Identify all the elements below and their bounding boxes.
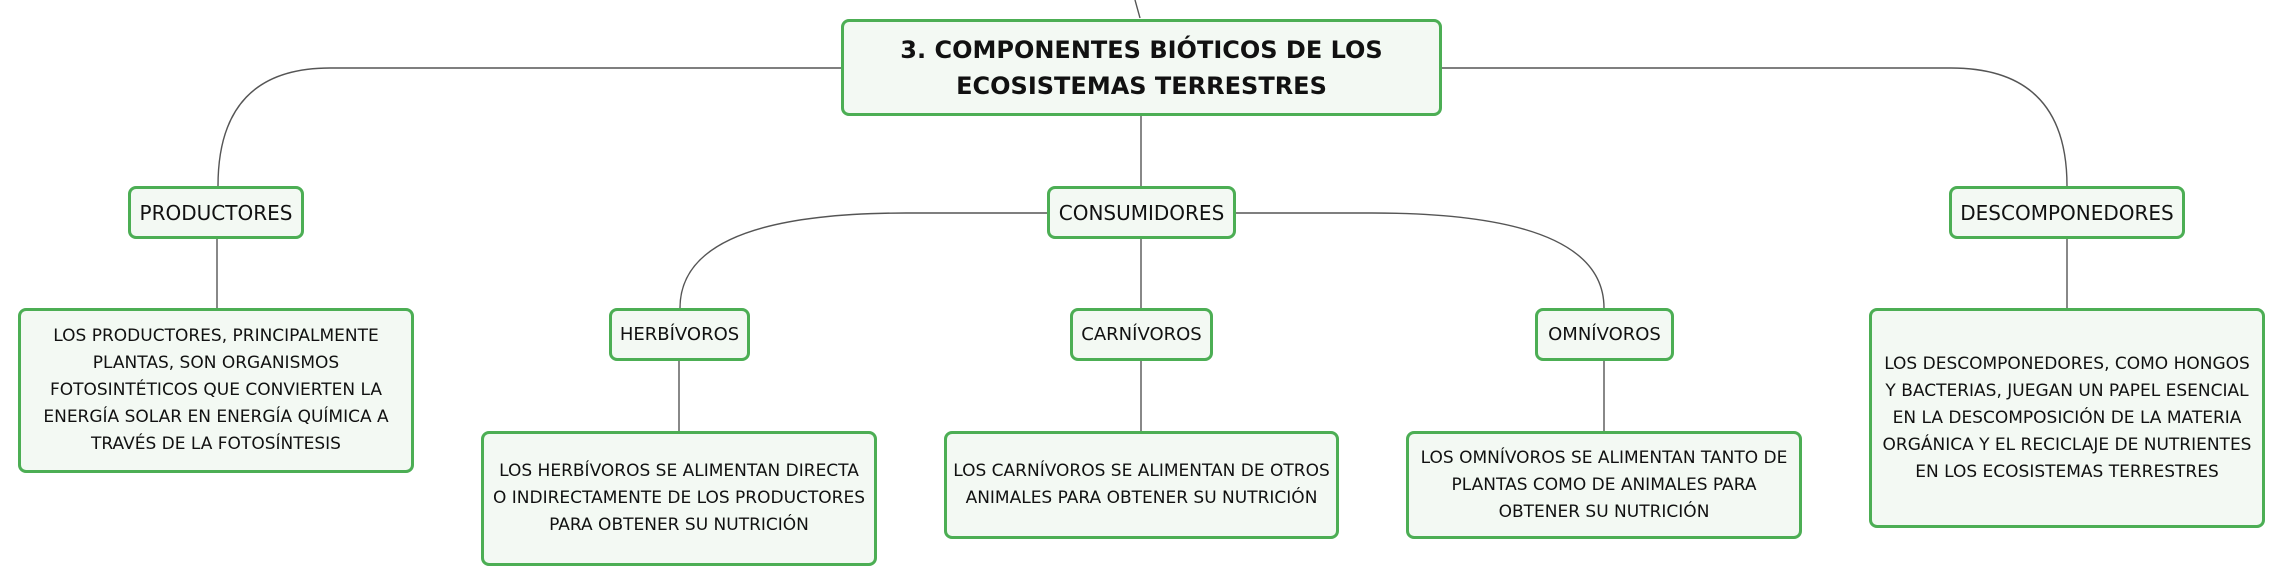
topic-productores[interactable]: PRODUCTORES [128, 186, 304, 239]
topic-consumidores-label: CONSUMIDORES [1058, 200, 1225, 225]
herbivoros-description[interactable]: LOS HERBÍVOROS SE ALIMENTAN DIRECTA O IN… [481, 431, 877, 566]
link-parent-root [1134, 0, 1141, 19]
subtopic-carnivoros[interactable]: CARNÍVOROS [1070, 308, 1213, 361]
root-topic-label: 3. COMPONENTES BIÓTICOS DE LOS ECOSISTEM… [900, 35, 1383, 100]
omnivoros-description[interactable]: LOS OMNÍVOROS SE ALIMENTAN TANTO DE PLAN… [1406, 431, 1802, 539]
subtopic-omnivoros[interactable]: OMNÍVOROS [1535, 308, 1674, 361]
link-consumidores-omnivoros [1234, 212, 1605, 309]
subtopic-carnivoros-label: CARNÍVOROS [1081, 324, 1202, 345]
subtopic-herbivoros-label: HERBÍVOROS [619, 324, 740, 345]
link-root-descomponedores [1441, 67, 2068, 187]
descomponedores-description[interactable]: LOS DESCOMPONEDORES, COMO HONGOS Y BACTE… [1869, 308, 2265, 528]
subtopic-omnivoros-label: OMNÍVOROS [1548, 324, 1661, 345]
subtopic-herbivoros[interactable]: HERBÍVOROS [609, 308, 750, 361]
root-topic[interactable]: 3. COMPONENTES BIÓTICOS DE LOS ECOSISTEM… [841, 19, 1442, 116]
carnivoros-description-text: LOS CARNÍVOROS SE ALIMENTAN DE OTROS ANI… [953, 461, 1330, 508]
topic-descomponedores[interactable]: DESCOMPONEDORES [1949, 186, 2185, 239]
topic-consumidores[interactable]: CONSUMIDORES [1047, 186, 1236, 239]
carnivoros-description[interactable]: LOS CARNÍVOROS SE ALIMENTAN DE OTROS ANI… [944, 431, 1339, 539]
link-root-productores [217, 67, 842, 187]
descomponedores-description-text: LOS DESCOMPONEDORES, COMO HONGOS Y BACTE… [1882, 353, 2252, 482]
productores-description[interactable]: LOS PRODUCTORES, PRINCIPALMENTE PLANTAS,… [18, 308, 414, 473]
topic-productores-label: PRODUCTORES [139, 200, 293, 225]
topic-descomponedores-label: DESCOMPONEDORES [1960, 200, 2174, 225]
herbivoros-description-text: LOS HERBÍVOROS SE ALIMENTAN DIRECTA O IN… [492, 461, 866, 535]
omnivoros-description-text: LOS OMNÍVOROS SE ALIMENTAN TANTO DE PLAN… [1420, 447, 1788, 522]
link-consumidores-herbivoros [679, 212, 1049, 309]
productores-description-text: LOS PRODUCTORES, PRINCIPALMENTE PLANTAS,… [43, 326, 389, 454]
